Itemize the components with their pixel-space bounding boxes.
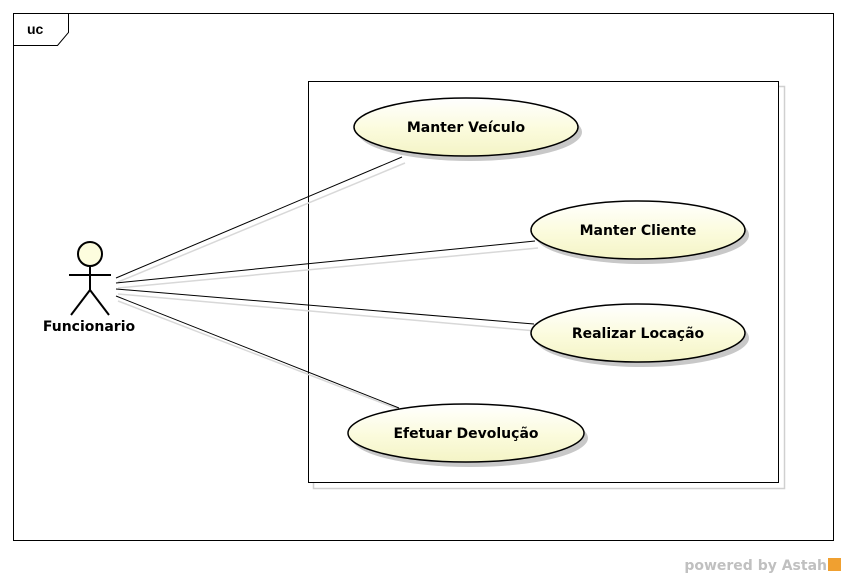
use-case-manter-veiculo[interactable]: Manter Veículo <box>353 97 582 161</box>
association-efetuar-devolucao[interactable] <box>115 295 400 409</box>
actor-funcionario[interactable]: Funcionario <box>43 241 136 335</box>
use-case-label: Realizar Locação <box>572 326 705 342</box>
use-case-manter-cliente[interactable]: Manter Cliente <box>530 200 749 264</box>
actor-head <box>77 241 103 267</box>
use-case-efetuar-devolucao[interactable]: Efetuar Devolução <box>347 403 588 467</box>
diagram-frame-label: uc <box>27 21 44 37</box>
association-shadow <box>117 300 404 412</box>
use-case-ellipse <box>353 97 579 157</box>
diagram-frame-tab <box>13 13 69 46</box>
astah-watermark: powered by Astah <box>684 558 841 574</box>
actor-leg-left <box>70 289 91 316</box>
actor-leg-right <box>89 289 110 316</box>
use-case-label: Manter Veículo <box>407 120 526 136</box>
astah-logo-icon <box>828 558 841 571</box>
association-shadow <box>117 293 537 332</box>
association-manter-veiculo[interactable] <box>115 156 403 279</box>
use-case-realizar-locacao[interactable]: Realizar Locação <box>530 303 749 367</box>
associations <box>115 156 539 412</box>
association-shadow <box>117 247 539 289</box>
watermark-text: powered by Astah <box>684 558 827 574</box>
use-case-ellipse <box>530 200 746 260</box>
use-case-ellipse <box>530 303 746 363</box>
diagram-frame <box>13 13 834 541</box>
actor-label: Funcionario <box>43 319 136 335</box>
association-shadow <box>117 162 406 283</box>
association-realizar-locacao[interactable] <box>115 288 535 325</box>
association-manter-cliente[interactable] <box>115 240 536 284</box>
use-case-label: Manter Cliente <box>580 223 697 239</box>
use-case-ellipse <box>347 403 585 463</box>
use-case-label: Efetuar Devolução <box>393 426 538 442</box>
